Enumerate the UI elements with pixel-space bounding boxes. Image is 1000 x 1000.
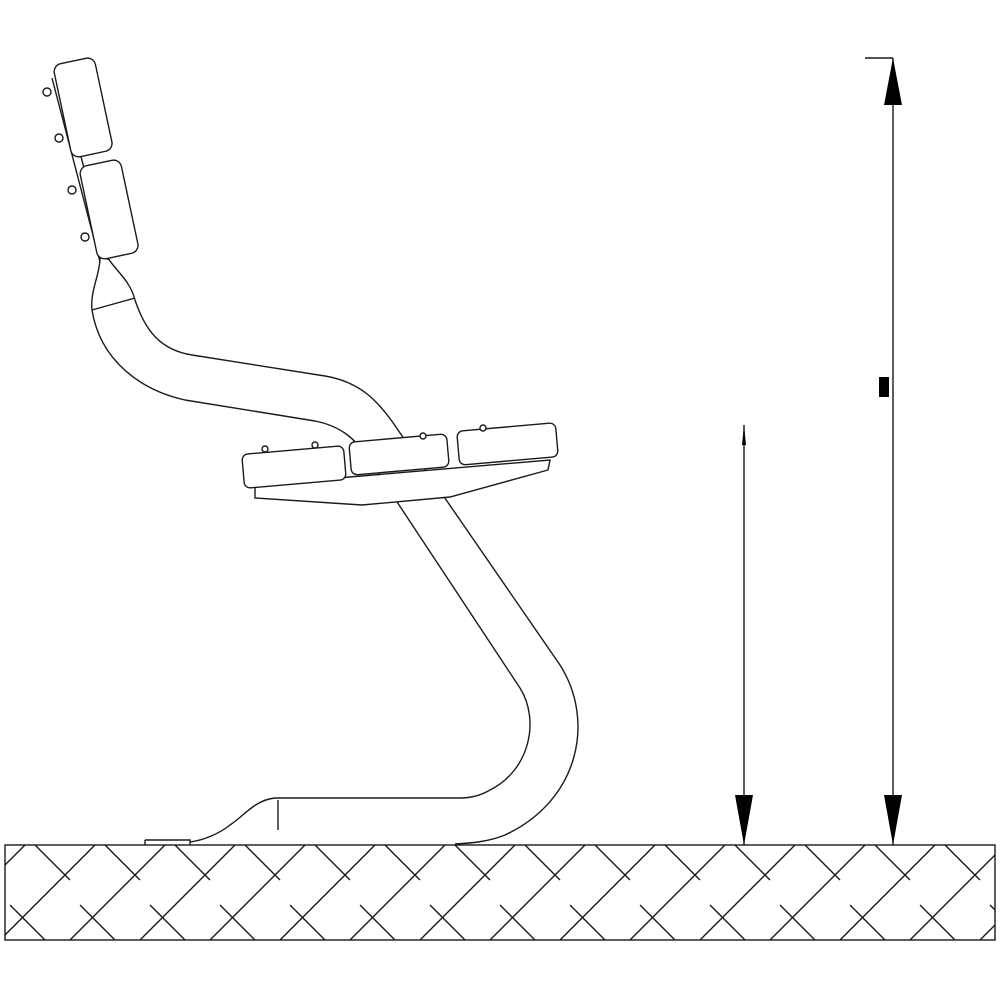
dimension-mark: [879, 377, 889, 397]
seat-pad-1: [241, 445, 347, 489]
hatch-line: [709, 904, 746, 940]
hatch-line: [69, 845, 166, 940]
hatch-line: [104, 845, 141, 881]
frame-outer-edge: [91, 309, 531, 843]
hatch-line: [559, 845, 656, 940]
hatch-line: [174, 845, 211, 881]
hatch-line: [639, 904, 676, 940]
hatch-line: [499, 904, 536, 940]
hatch-line: [244, 845, 281, 881]
hatch-line: [429, 904, 466, 940]
hatch-line: [139, 845, 236, 940]
hatch-line: [384, 845, 421, 881]
seat-bolts: [261, 424, 487, 453]
frame-foot: [144, 800, 279, 845]
hatch-line: [289, 904, 326, 940]
seat: [241, 422, 559, 506]
hatch-line: [769, 845, 866, 940]
hatch-line: [849, 904, 886, 940]
hatch-line: [279, 845, 376, 940]
hatch-line: [839, 845, 936, 940]
hatch-line: [219, 904, 256, 940]
seat-pad-2: [348, 433, 450, 476]
hatch-line: [699, 845, 796, 940]
hatch-line: [734, 845, 771, 881]
arrowhead-down-icon: [735, 795, 753, 845]
hatch-line: [5, 845, 26, 866]
hatch-line: [5, 845, 96, 936]
hatch-line: [804, 845, 841, 881]
hatch-line: [314, 845, 351, 881]
hatch-line: [524, 845, 561, 881]
hatch-line: [489, 845, 586, 940]
bench-frame: [91, 257, 579, 845]
backrest-pad-upper: [53, 57, 113, 158]
seat-base: [254, 459, 551, 506]
hatch-line: [419, 845, 516, 940]
hatch-line: [919, 904, 956, 940]
hatch-line: [569, 904, 606, 940]
frame-neck: [91, 257, 136, 311]
hatch-line: [629, 845, 726, 940]
overall-height-dimension: [865, 57, 902, 845]
hatch-line: [359, 904, 396, 940]
arrowhead-up-icon: [742, 425, 746, 445]
arrowhead-up-icon: [884, 58, 902, 105]
hatch-line: [909, 854, 995, 940]
hatch-line: [944, 845, 981, 881]
hatch-line: [209, 845, 306, 940]
hatch-line: [79, 904, 116, 940]
seat-pad-3: [456, 422, 559, 466]
hatch-line: [34, 845, 71, 881]
frame-inner-edge: [134, 299, 579, 845]
hatch-line: [664, 845, 701, 881]
hatch-line: [594, 845, 631, 881]
hatch-line: [454, 845, 491, 881]
arrowhead-down-icon: [884, 795, 902, 845]
seat-height-dimension: [735, 425, 753, 845]
hatch-line: [779, 904, 816, 940]
floor-outline: [4, 844, 996, 941]
hatch-line: [349, 845, 446, 940]
backrest: [42, 57, 139, 263]
floor-hatch-pattern: [5, 845, 995, 940]
backrest-bolts: [42, 87, 90, 242]
hatch-line: [9, 904, 46, 940]
hatch-line: [149, 904, 186, 940]
hatch-line: [874, 845, 911, 881]
backrest-pad-lower: [79, 159, 139, 260]
ground-floor: [4, 844, 996, 941]
